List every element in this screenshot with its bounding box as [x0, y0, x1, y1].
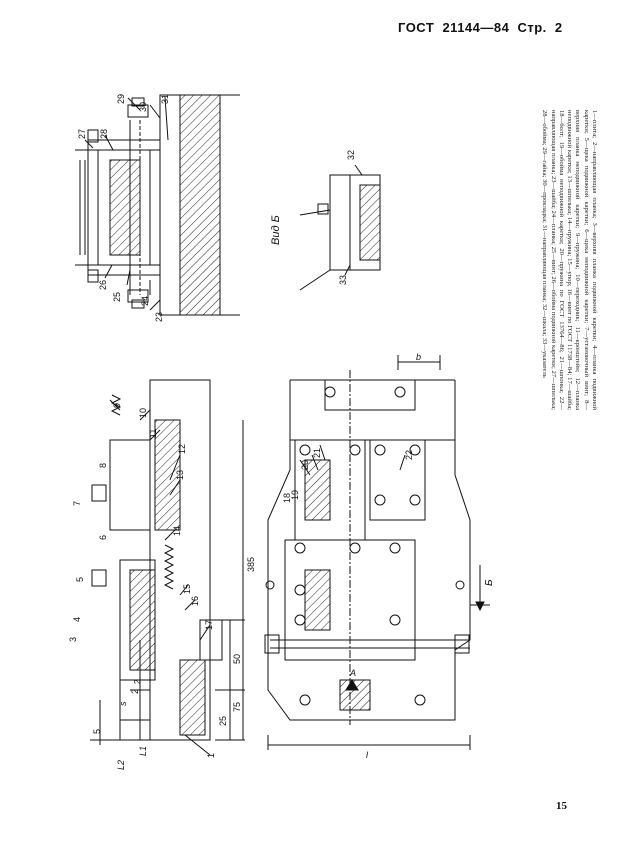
spring-block-2 [304, 569, 331, 631]
dim-2: 2 [133, 679, 142, 684]
dim-l2: L2 [116, 760, 126, 770]
callout-5: 5 [75, 577, 85, 582]
dim-75: 75 [232, 702, 242, 712]
dim-l: l [366, 750, 369, 760]
dim-25: 25 [218, 716, 228, 726]
standard-number: 21144—84 [442, 20, 510, 35]
callout-13: 13 [175, 470, 185, 480]
callout-1: 1 [206, 753, 216, 758]
callout-3: 3 [68, 637, 78, 642]
callout-8: 8 [98, 463, 108, 468]
callout-31: 31 [160, 94, 170, 104]
top-section-view [75, 94, 240, 316]
callout-7: 7 [72, 501, 82, 506]
dim-a: A [349, 668, 356, 678]
callout-17: 17 [204, 620, 214, 630]
page-number: 15 [556, 800, 567, 812]
callout-10: 10 [138, 408, 148, 418]
callout-14: 14 [172, 526, 182, 536]
callout-28: 28 [99, 129, 109, 139]
nut-bottom [127, 289, 149, 303]
callout-18: 18 [282, 493, 292, 503]
callout-32: 32 [346, 150, 356, 160]
page-header: ГОСТ 21144—84 Стр. 2 [398, 20, 598, 42]
plate-hatched-3 [179, 659, 206, 736]
callout-23: 23 [154, 312, 164, 322]
left-section-view [90, 379, 245, 756]
plan-view [264, 355, 490, 750]
callout-16: 16 [190, 596, 200, 606]
spring-9 [110, 394, 122, 416]
callout-22: 22 [404, 450, 414, 460]
view-b-detail [299, 164, 381, 291]
section-b-arrow-label: Б [484, 579, 495, 586]
nut-top [127, 104, 149, 118]
dim-l1: L1 [138, 746, 148, 756]
callout-24: 24 [140, 296, 150, 306]
callout-20: 20 [300, 460, 310, 470]
callout-11: 11 [148, 429, 158, 438]
callout-30: 30 [138, 102, 148, 112]
callout-12: 12 [177, 444, 187, 454]
callout-25: 25 [112, 292, 122, 302]
dim-5: 5 [92, 729, 102, 734]
callout-27: 27 [77, 129, 87, 139]
spring-14 [163, 544, 175, 590]
callout-9: 9 [112, 403, 122, 408]
plate-hatched-1 [154, 419, 181, 531]
callout-21: 21 [312, 448, 322, 458]
standard-label: ГОСТ [398, 20, 435, 35]
dim-50: 50 [232, 654, 242, 664]
base-plate-hatched [179, 94, 221, 316]
dim-b: b [416, 352, 421, 362]
callout-15: 15 [182, 584, 192, 594]
page-label: Стр. [517, 20, 547, 35]
callout-19: 19 [290, 490, 300, 500]
page-value: 2 [554, 20, 563, 35]
dim-385: 385 [246, 557, 256, 572]
view-b-label: Вид Б [270, 215, 282, 245]
callout-33: 33 [338, 275, 348, 285]
dim-s: s [118, 701, 128, 706]
callout-4: 4 [72, 617, 82, 622]
plate-hatched-2 [129, 569, 156, 671]
callout-2: 2 [130, 689, 140, 694]
callout-6: 6 [98, 535, 108, 540]
callout-26: 26 [98, 280, 108, 290]
callout-29: 29 [116, 94, 126, 104]
